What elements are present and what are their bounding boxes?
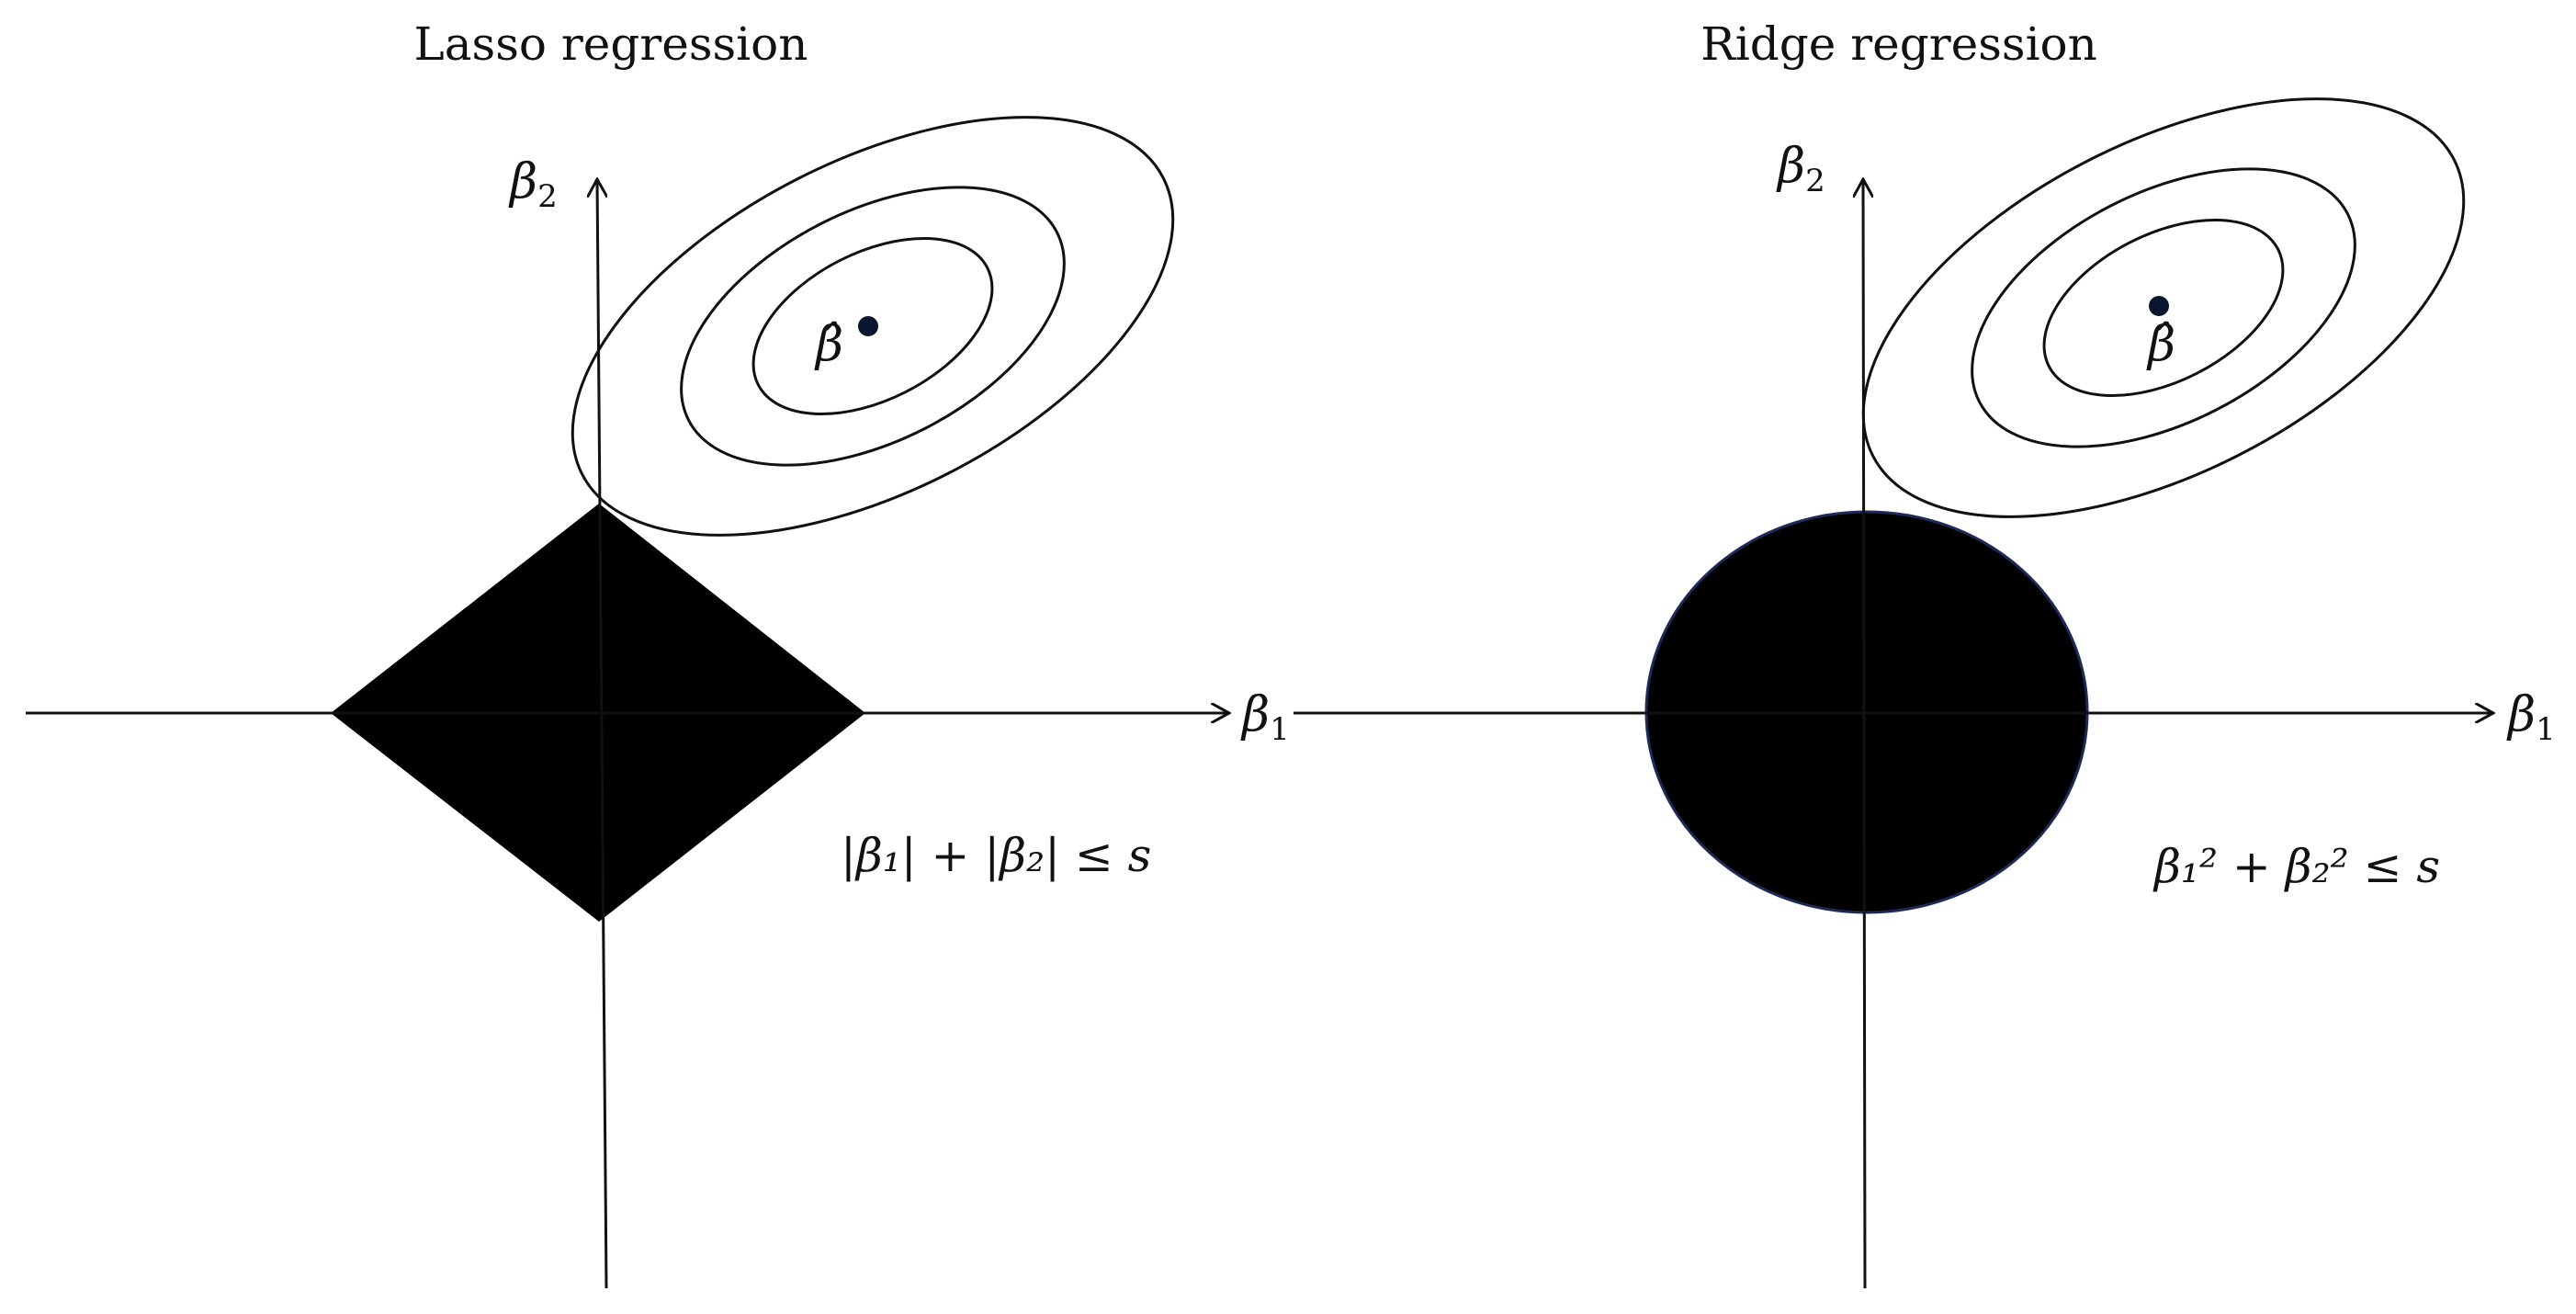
lasso-rss-contours bbox=[571, 116, 1175, 537]
ridge-y-axis bbox=[1863, 179, 1865, 1289]
lasso-contour-inner bbox=[751, 236, 994, 416]
ridge-beta-hat-point bbox=[2149, 296, 2169, 316]
lasso-beta2-label: β2 bbox=[508, 154, 558, 215]
lasso-y-axis bbox=[597, 179, 608, 1289]
lasso-constraint-equation: |β₁| + |β₂| ≤ s bbox=[841, 829, 1151, 882]
lasso-panel: Lasso regression β2 β1 β̂ |β₁| + |β₂| ≤ … bbox=[26, 17, 1290, 1289]
ridge-beta-hat-label: β̂ bbox=[2146, 317, 2175, 372]
ridge-contour-inner bbox=[2042, 218, 2285, 398]
ridge-rss-contours bbox=[1861, 97, 2466, 518]
lasso-title: Lasso regression bbox=[414, 17, 808, 71]
lasso-beta-hat-label: β̂ bbox=[814, 317, 843, 372]
lasso-contour-outer bbox=[571, 116, 1175, 537]
ridge-beta2-label: β2 bbox=[1776, 139, 1825, 199]
lasso-contour-middle bbox=[680, 186, 1066, 467]
ridge-contour-outer bbox=[1861, 97, 2466, 518]
ridge-title: Ridge regression bbox=[1700, 17, 2097, 71]
ridge-panel: Ridge regression β2 β1 β̂ β₁² + β₂² ≤ s bbox=[1294, 17, 2556, 1289]
lasso-beta1-label: β1 bbox=[1240, 687, 1290, 748]
ridge-constraint-equation: β₁² + β₂² ≤ s bbox=[2152, 840, 2440, 893]
ridge-beta1-label: β1 bbox=[2506, 687, 2556, 748]
lasso-beta-hat-point bbox=[858, 316, 878, 336]
ridge-contour-middle bbox=[1971, 167, 2356, 448]
